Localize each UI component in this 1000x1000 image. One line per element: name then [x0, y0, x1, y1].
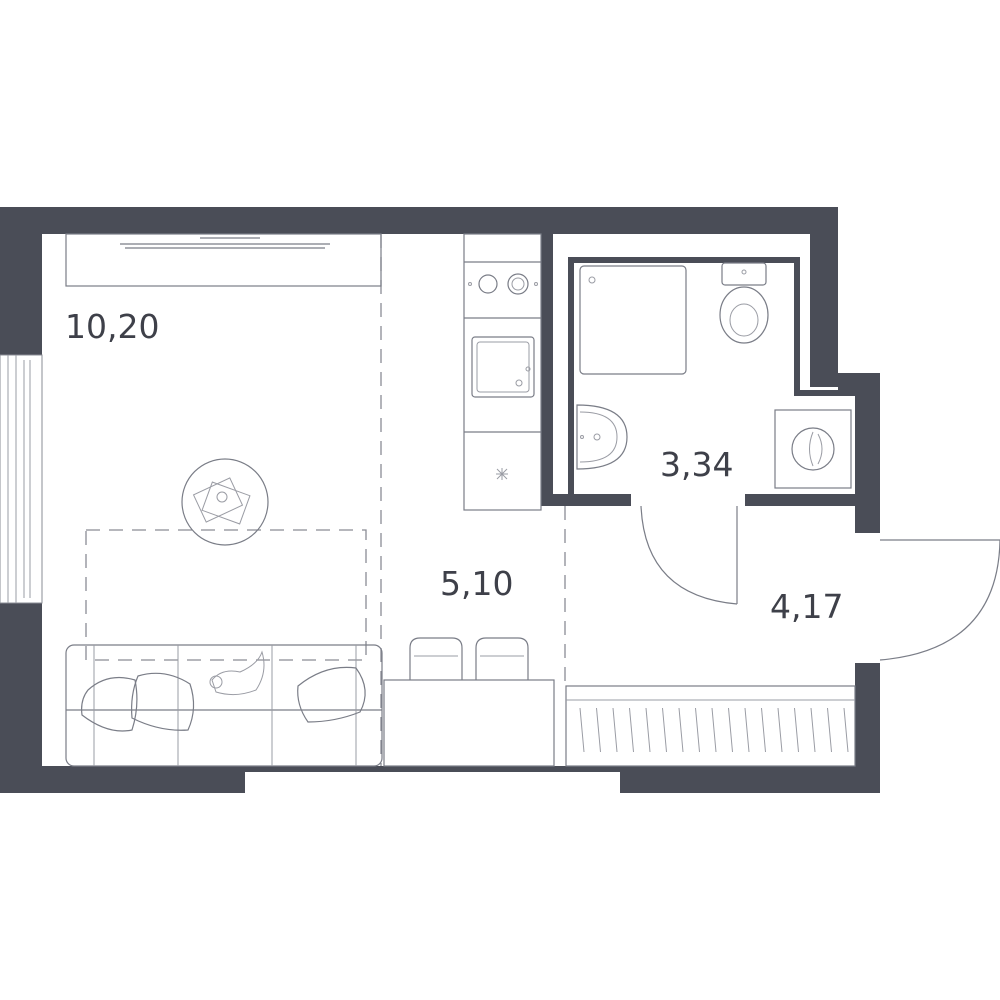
hanger	[843, 707, 849, 753]
area-label-living-room: 10,20	[65, 307, 159, 346]
sofa-icon	[65, 644, 383, 767]
hanger	[629, 707, 634, 753]
hanger	[711, 707, 717, 753]
entrance-door	[879, 539, 1000, 661]
window	[0, 354, 43, 604]
hanger	[662, 707, 667, 753]
zone-dividers	[85, 234, 566, 766]
hob-icon	[468, 273, 538, 295]
area-label-bathroom: 3,34	[660, 445, 733, 484]
tv-icon	[65, 233, 382, 287]
hanger	[761, 707, 766, 753]
hanger	[794, 707, 799, 753]
toilet-icon	[719, 262, 769, 344]
dining-table	[383, 679, 555, 767]
hanger	[596, 707, 601, 753]
hanger	[744, 707, 750, 753]
hanger	[777, 707, 783, 753]
hanger	[579, 707, 585, 753]
wardrobe-icon	[565, 685, 856, 767]
hanger	[612, 707, 618, 753]
bathroom-door	[640, 505, 738, 605]
hanger	[678, 707, 684, 753]
chair-icon	[475, 637, 529, 680]
area-label-hallway: 4,17	[770, 587, 843, 626]
walls	[0, 207, 880, 793]
hanger	[728, 707, 733, 753]
sink-icon	[471, 336, 535, 398]
fridge-icon	[496, 468, 508, 480]
washbasin-icon	[576, 404, 628, 470]
hanger	[695, 707, 700, 753]
round-table-icon	[181, 458, 269, 546]
shower-tray-icon	[579, 265, 687, 375]
hanger	[810, 707, 816, 753]
hanger	[645, 707, 651, 753]
washing-machine-icon	[774, 409, 852, 489]
hanger	[827, 707, 832, 753]
chair-icon	[409, 637, 463, 680]
kitchen-counter	[463, 233, 542, 511]
area-label-kitchen: 5,10	[440, 564, 513, 603]
